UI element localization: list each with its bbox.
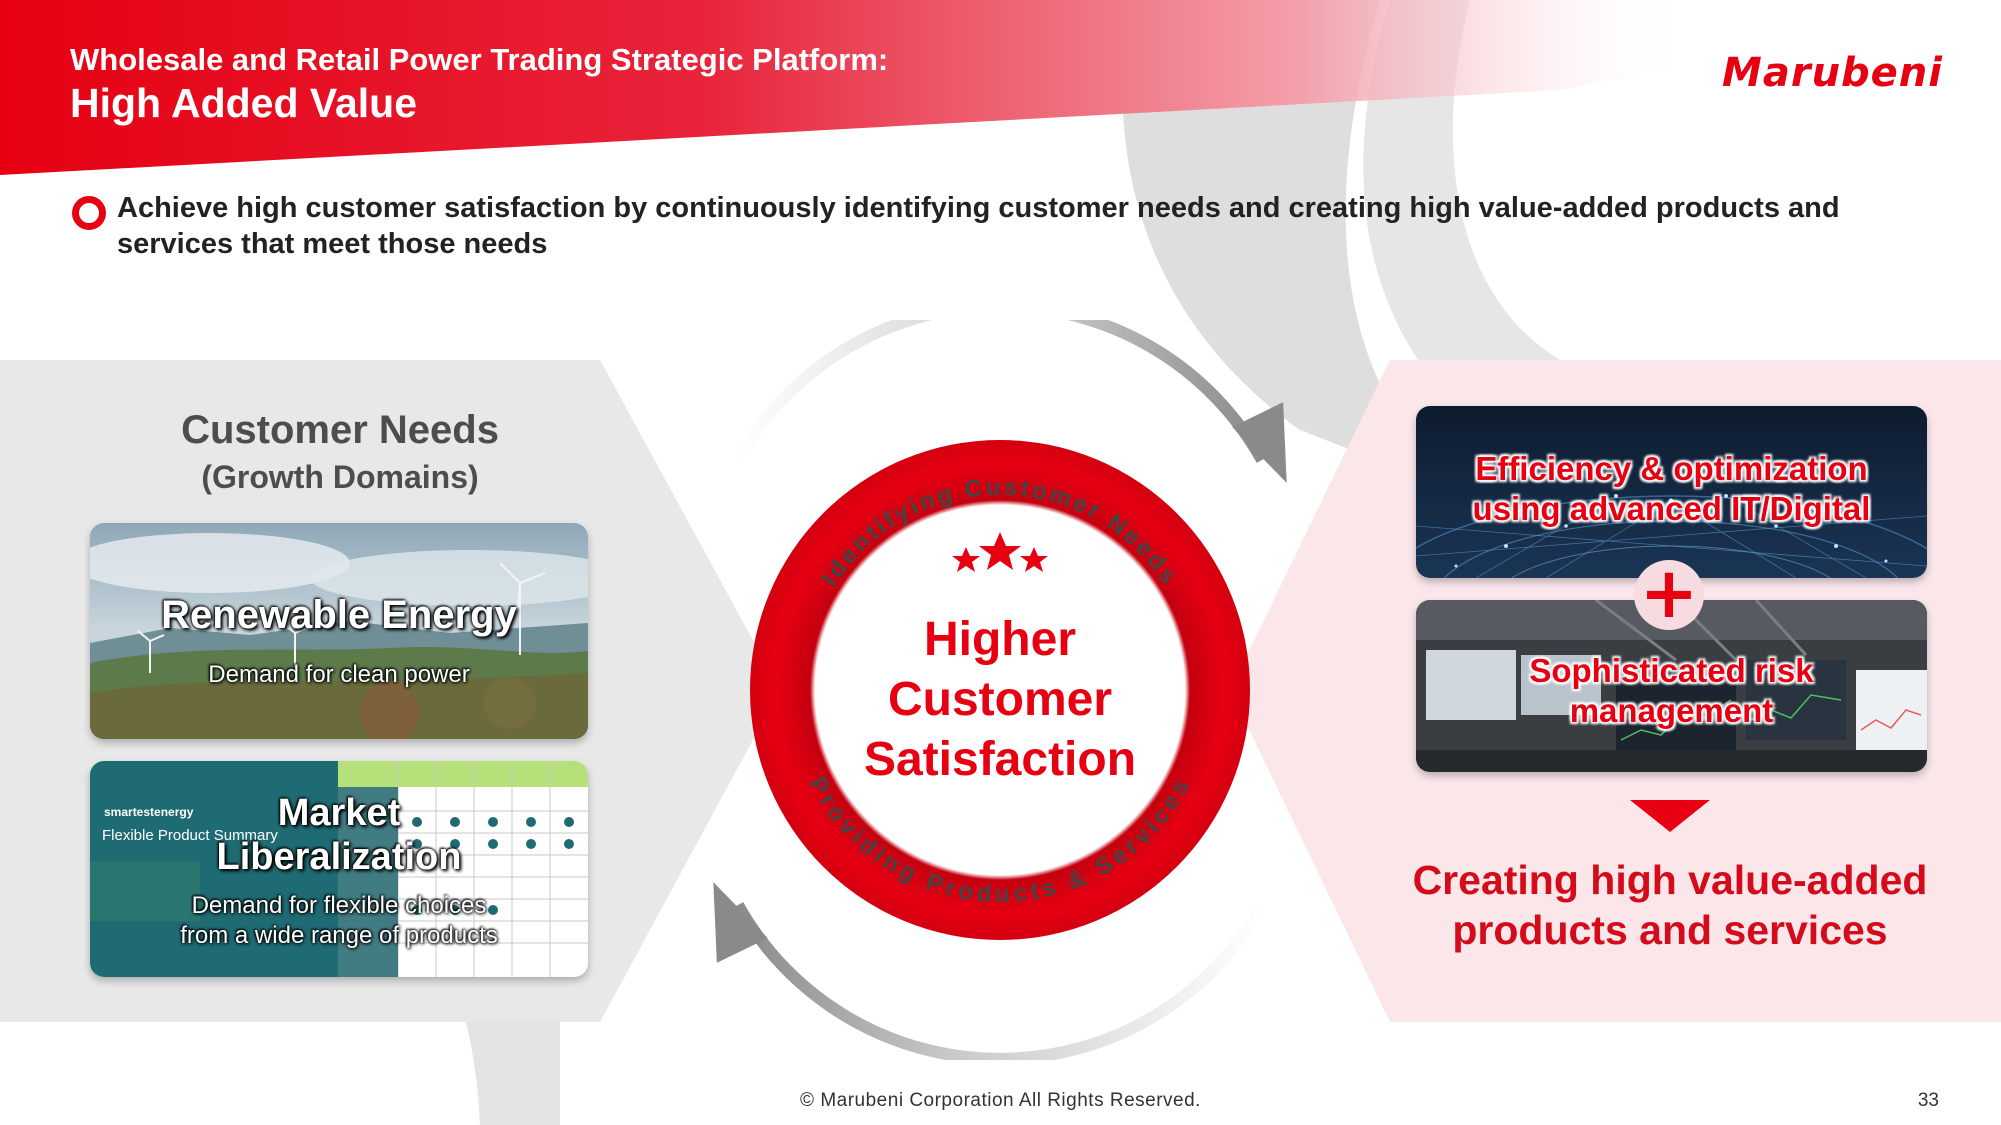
center-text-2: Customer: [887, 673, 1113, 726]
screenshot-heading: Flexible Product Summary: [102, 827, 278, 844]
bottom-arc: [732, 902, 1268, 1060]
intro-text: Achieve high customer satisfaction by co…: [117, 192, 1840, 260]
bullet-ring-icon: [72, 196, 106, 230]
market-liberalization-title-2: Liberalization: [216, 836, 462, 878]
top-arc-arrowhead: [1232, 402, 1287, 483]
renewable-energy-text: Demand for clean power: [208, 661, 470, 688]
top-arc: [732, 320, 1268, 463]
result-text-1: Creating high value-added: [1412, 857, 1928, 903]
screenshot-brand: smartestenergy: [104, 805, 194, 819]
marubeni-logo: Marubeni: [1722, 50, 1943, 96]
result-text: Creating high value-added products and s…: [1380, 855, 1960, 955]
header-subtitle: Wholesale and Retail Power Trading Strat…: [70, 42, 889, 77]
footer-copyright: © Marubeni Corporation All Rights Reserv…: [800, 1090, 1201, 1111]
trading-desk-image: [1416, 600, 1927, 772]
page-title: High Added Value: [70, 80, 418, 126]
digital-network-image: [1416, 406, 1927, 578]
market-liberalization-title-1: Market: [277, 792, 401, 834]
risk-management-card: Sophisticated risk management: [1416, 600, 1927, 772]
market-liberalization-text-1: Demand for flexible choices: [191, 892, 487, 919]
risk-management-text-1: Sophisticated risk: [1529, 652, 1814, 689]
bottom-arc-arrowhead: [713, 882, 768, 963]
center-text-3: Satisfaction: [863, 733, 1137, 786]
it-digital-text-2: using advanced IT/Digital: [1472, 490, 1871, 527]
center-text-1: Higher: [923, 613, 1076, 666]
renewable-energy-title: Renewable Energy: [161, 593, 517, 637]
header-band: [0, 0, 2001, 175]
wind-farm-image: [90, 523, 588, 739]
it-digital-text-1: Efficiency & optimization: [1475, 450, 1868, 487]
stars-icon: [952, 532, 1048, 572]
product-summary-screenshot: [90, 761, 588, 977]
risk-management-text-2: management: [1569, 692, 1774, 729]
market-liberalization-card: smartestenergy Flexible Product Summary …: [90, 761, 588, 977]
satisfaction-cycle: Identifying Customer Needs Providing Pro…: [700, 320, 1300, 1060]
down-arrow-icon: [1630, 800, 1710, 832]
needs-title: Customer Needs: [181, 408, 499, 452]
result-text-2: products and services: [1452, 907, 1888, 953]
plus-icon: +: [1634, 558, 1704, 630]
page-number: 33: [1917, 1090, 1939, 1111]
needs-subtitle: (Growth Domains): [201, 459, 479, 495]
renewable-energy-card: Renewable Energy Demand for clean power: [90, 523, 588, 739]
market-liberalization-text-2: from a wide range of products: [180, 922, 498, 949]
it-digital-card: Efficiency & optimization using advanced…: [1416, 406, 1927, 578]
